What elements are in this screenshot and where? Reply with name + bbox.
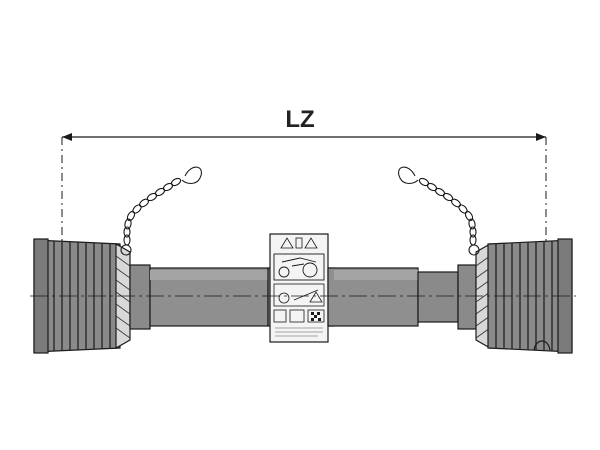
right-chain-icon (398, 166, 480, 256)
inner-guard-tube (417, 271, 459, 323)
left-chain-icon (120, 166, 202, 256)
qr-code-icon (311, 312, 321, 321)
dimension-lz: LZ (61, 106, 547, 350)
right-collar (457, 264, 477, 330)
left-collar (129, 264, 151, 330)
dimension-label: LZ (285, 106, 314, 133)
dimension-arrow-right (536, 133, 546, 141)
right-inner-tube (327, 264, 477, 330)
warning-sticker-icon (269, 233, 329, 343)
dimension-arrow-left (62, 133, 72, 141)
left-outer-tube (129, 264, 269, 330)
